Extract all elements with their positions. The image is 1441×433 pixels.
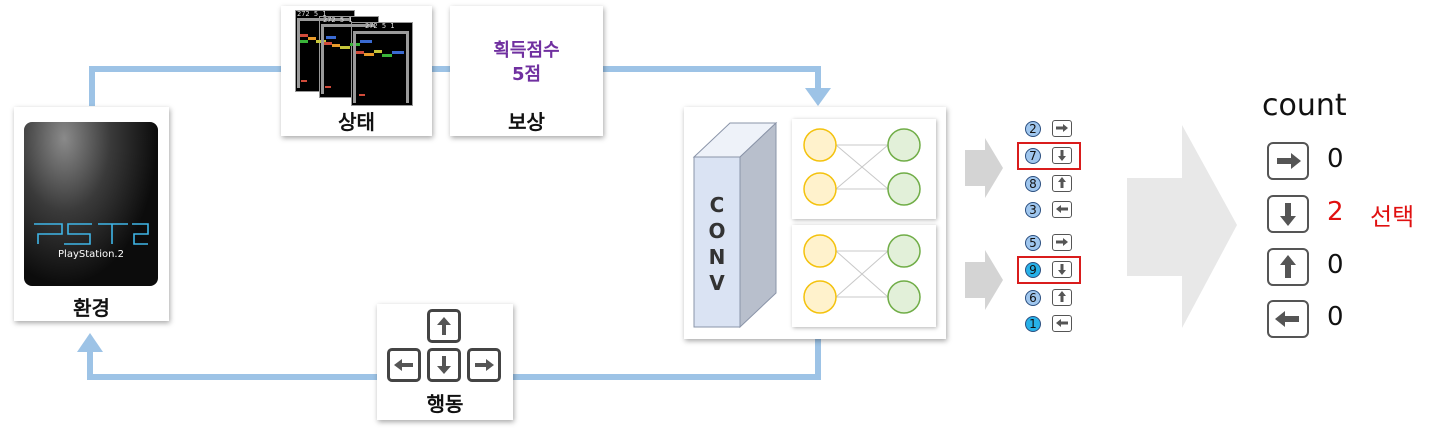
arrow-right-icon [1277, 153, 1301, 169]
arrow-down-icon [1058, 264, 1066, 275]
output-rank-badge: 9 [1025, 262, 1041, 278]
arrow-right-icon [475, 359, 494, 371]
output-rank-badge: 1 [1025, 316, 1041, 332]
action-card: 행동 [377, 304, 513, 420]
reward-label: 보상 [508, 110, 545, 134]
arrow-left-icon [1056, 205, 1068, 213]
node-yellow [803, 128, 837, 162]
reward-card: 획득점수 5점 보상 [450, 6, 603, 136]
output-rank-badge: 6 [1025, 290, 1041, 306]
node-yellow [803, 172, 837, 206]
model-card: C O N V [684, 107, 946, 339]
output-action-box [1052, 120, 1072, 137]
arrow-right-icon [1056, 124, 1068, 132]
arrow-up-icon [437, 317, 451, 335]
count-value-selected: 2 [1327, 197, 1344, 227]
selected-highlight [1017, 142, 1081, 170]
reward-score-value: 5점 [511, 64, 542, 85]
node-green [887, 280, 921, 314]
output-action-box [1052, 315, 1072, 332]
state-card: 272 5 1 272 5 1 272 5 1 상태 [281, 6, 432, 136]
output-rank-badge: 7 [1025, 148, 1041, 164]
state-label: 상태 [338, 110, 375, 134]
breakout-graphics [297, 18, 409, 103]
arrow-left-icon [394, 359, 413, 371]
arrowhead-to-model [805, 88, 831, 106]
count-value: 0 [1327, 302, 1344, 332]
conv-letter: C [709, 193, 725, 217]
arrow-up-icon [1058, 291, 1066, 302]
selected-note: 선택 [1370, 203, 1415, 231]
output-action-box [1052, 234, 1072, 251]
output-rank-badge: 8 [1025, 176, 1041, 192]
environment-label: 환경 [73, 296, 110, 320]
output-action-box [1052, 261, 1072, 278]
output-rank-badge: 2 [1025, 121, 1041, 137]
output-rank-badge: 3 [1025, 202, 1041, 218]
count-value: 0 [1327, 250, 1344, 280]
conv-block [692, 121, 778, 329]
game-screen [351, 22, 413, 106]
game-score-text: 272 5 1 [323, 16, 353, 24]
conv-letter: O [708, 219, 726, 243]
arrowhead-to-env [77, 333, 103, 352]
output-action-box [1052, 289, 1072, 306]
count-action-left [1267, 300, 1309, 338]
output-rank-badge: 5 [1025, 235, 1041, 251]
game-score-text: 272 5 1 [297, 10, 327, 18]
node-green [887, 128, 921, 162]
arrow-up-icon [1280, 255, 1296, 278]
count-action-down [1267, 195, 1309, 233]
net-to-output-arrows [965, 138, 1003, 310]
conv-letter: N [708, 245, 726, 269]
key-down [427, 348, 461, 382]
key-up [427, 309, 461, 343]
network-graph [803, 234, 921, 314]
output-action-box [1052, 175, 1072, 192]
game-score-text: 272 5 1 [365, 22, 395, 30]
key-left [387, 348, 421, 382]
arrow-up-icon [1058, 177, 1066, 188]
ps2-brand-text: PlayStation.2 [58, 249, 124, 260]
node-yellow [803, 280, 837, 314]
arrow-left-icon [1275, 311, 1299, 327]
arrow-down-icon [1058, 150, 1066, 161]
conv-letter: V [709, 271, 725, 295]
node-green [887, 172, 921, 206]
arrow-down-icon [1280, 203, 1296, 226]
output-action-box [1052, 147, 1072, 164]
big-arrow-to-count [1127, 125, 1237, 328]
count-value: 0 [1327, 144, 1344, 174]
selected-highlight [1017, 256, 1081, 284]
environment-card: PlayStation.2 환경 [14, 107, 169, 321]
action-label: 행동 [426, 392, 464, 416]
game-screens: 272 5 1 272 5 1 272 5 1 [295, 10, 415, 106]
reward-score-title: 획득점수 [493, 40, 560, 61]
arrow-down-icon [437, 356, 451, 374]
arrow-right-icon [1056, 238, 1068, 246]
count-title: count [1262, 88, 1347, 123]
arrow-left-icon [1056, 319, 1068, 327]
ps2-console-image: PlayStation.2 [24, 122, 158, 286]
node-green [887, 234, 921, 268]
count-action-up [1267, 248, 1309, 286]
output-action-box [1052, 201, 1072, 218]
node-yellow [803, 234, 837, 268]
network-panel-1 [792, 119, 936, 219]
network-graph [803, 128, 921, 206]
key-right [467, 348, 501, 382]
ps2-logo-icon [34, 223, 149, 245]
count-action-right [1267, 142, 1309, 180]
network-panel-2 [792, 225, 936, 327]
